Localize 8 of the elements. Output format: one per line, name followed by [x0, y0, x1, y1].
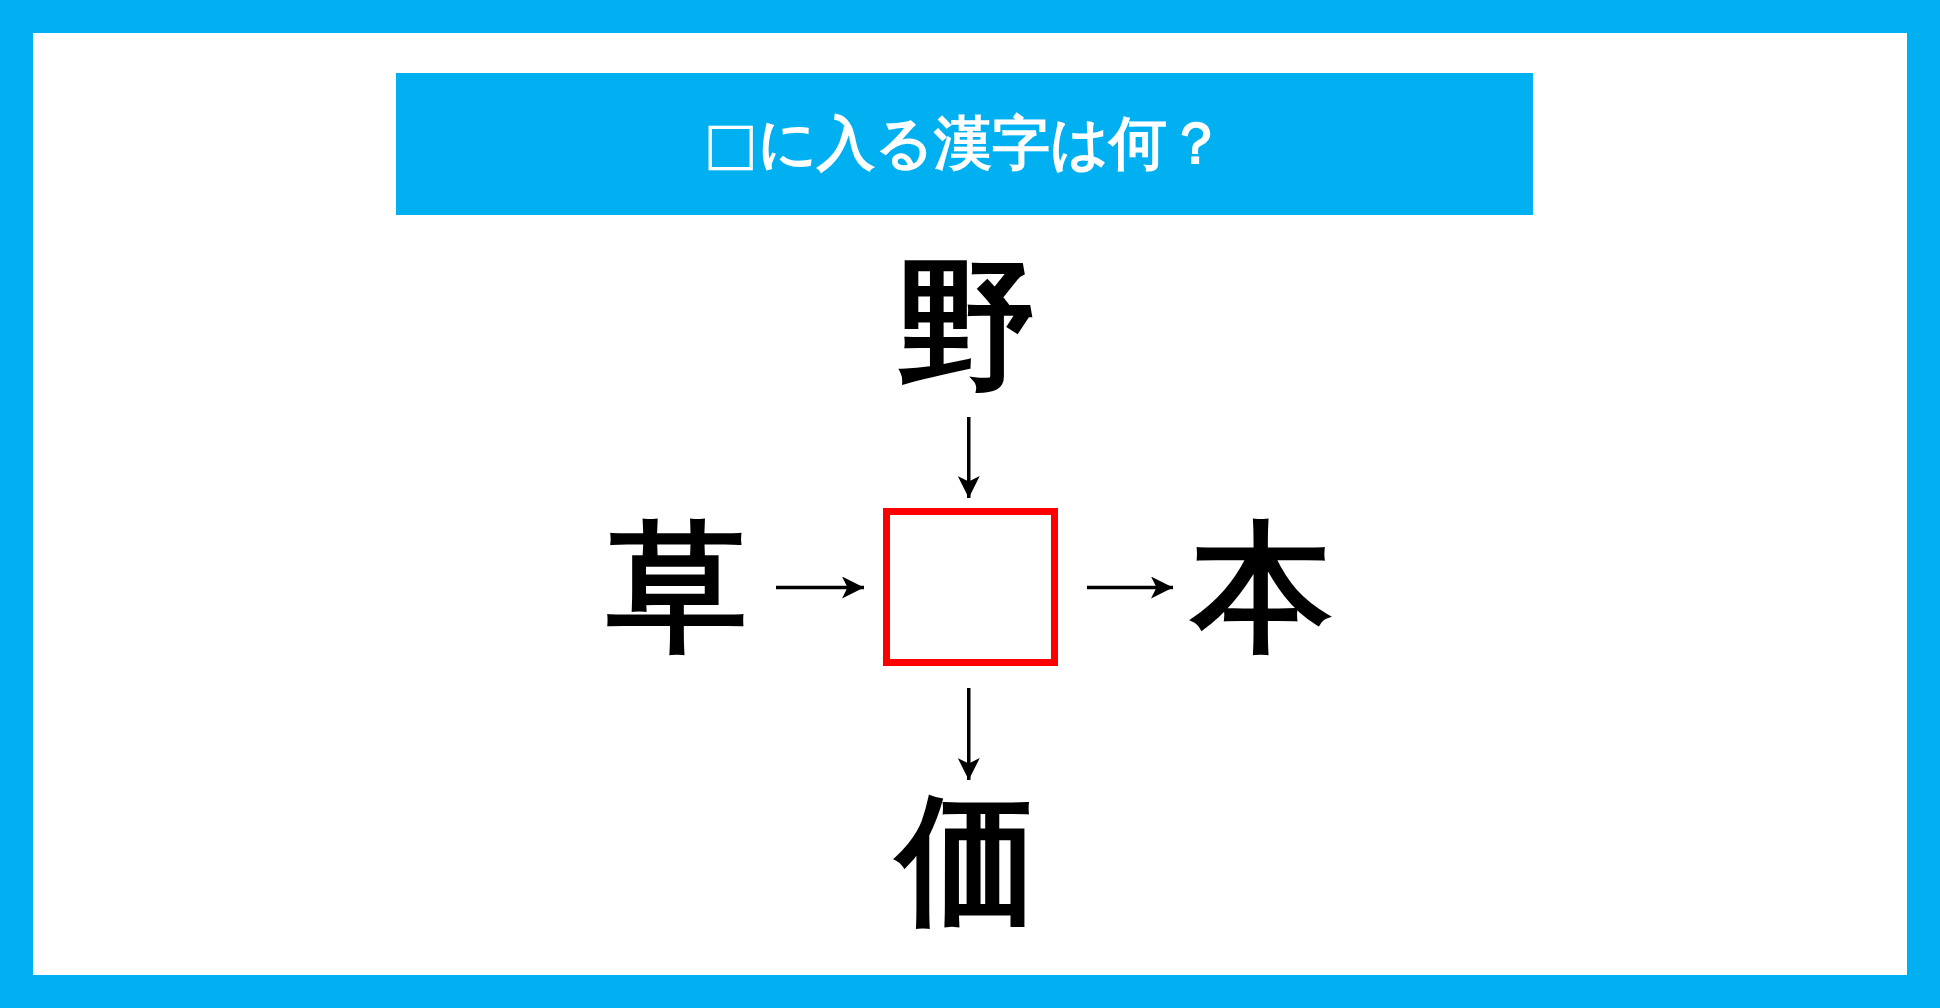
- kanji-character: 草: [607, 518, 747, 658]
- arrow: [1087, 576, 1173, 599]
- arrow: [957, 688, 980, 780]
- arrow: [957, 417, 980, 498]
- title-banner: □に入る漢字は何？: [396, 73, 1533, 215]
- arrow: [776, 576, 864, 599]
- answer-box: [883, 508, 1058, 666]
- kanji-character: 野: [897, 255, 1037, 395]
